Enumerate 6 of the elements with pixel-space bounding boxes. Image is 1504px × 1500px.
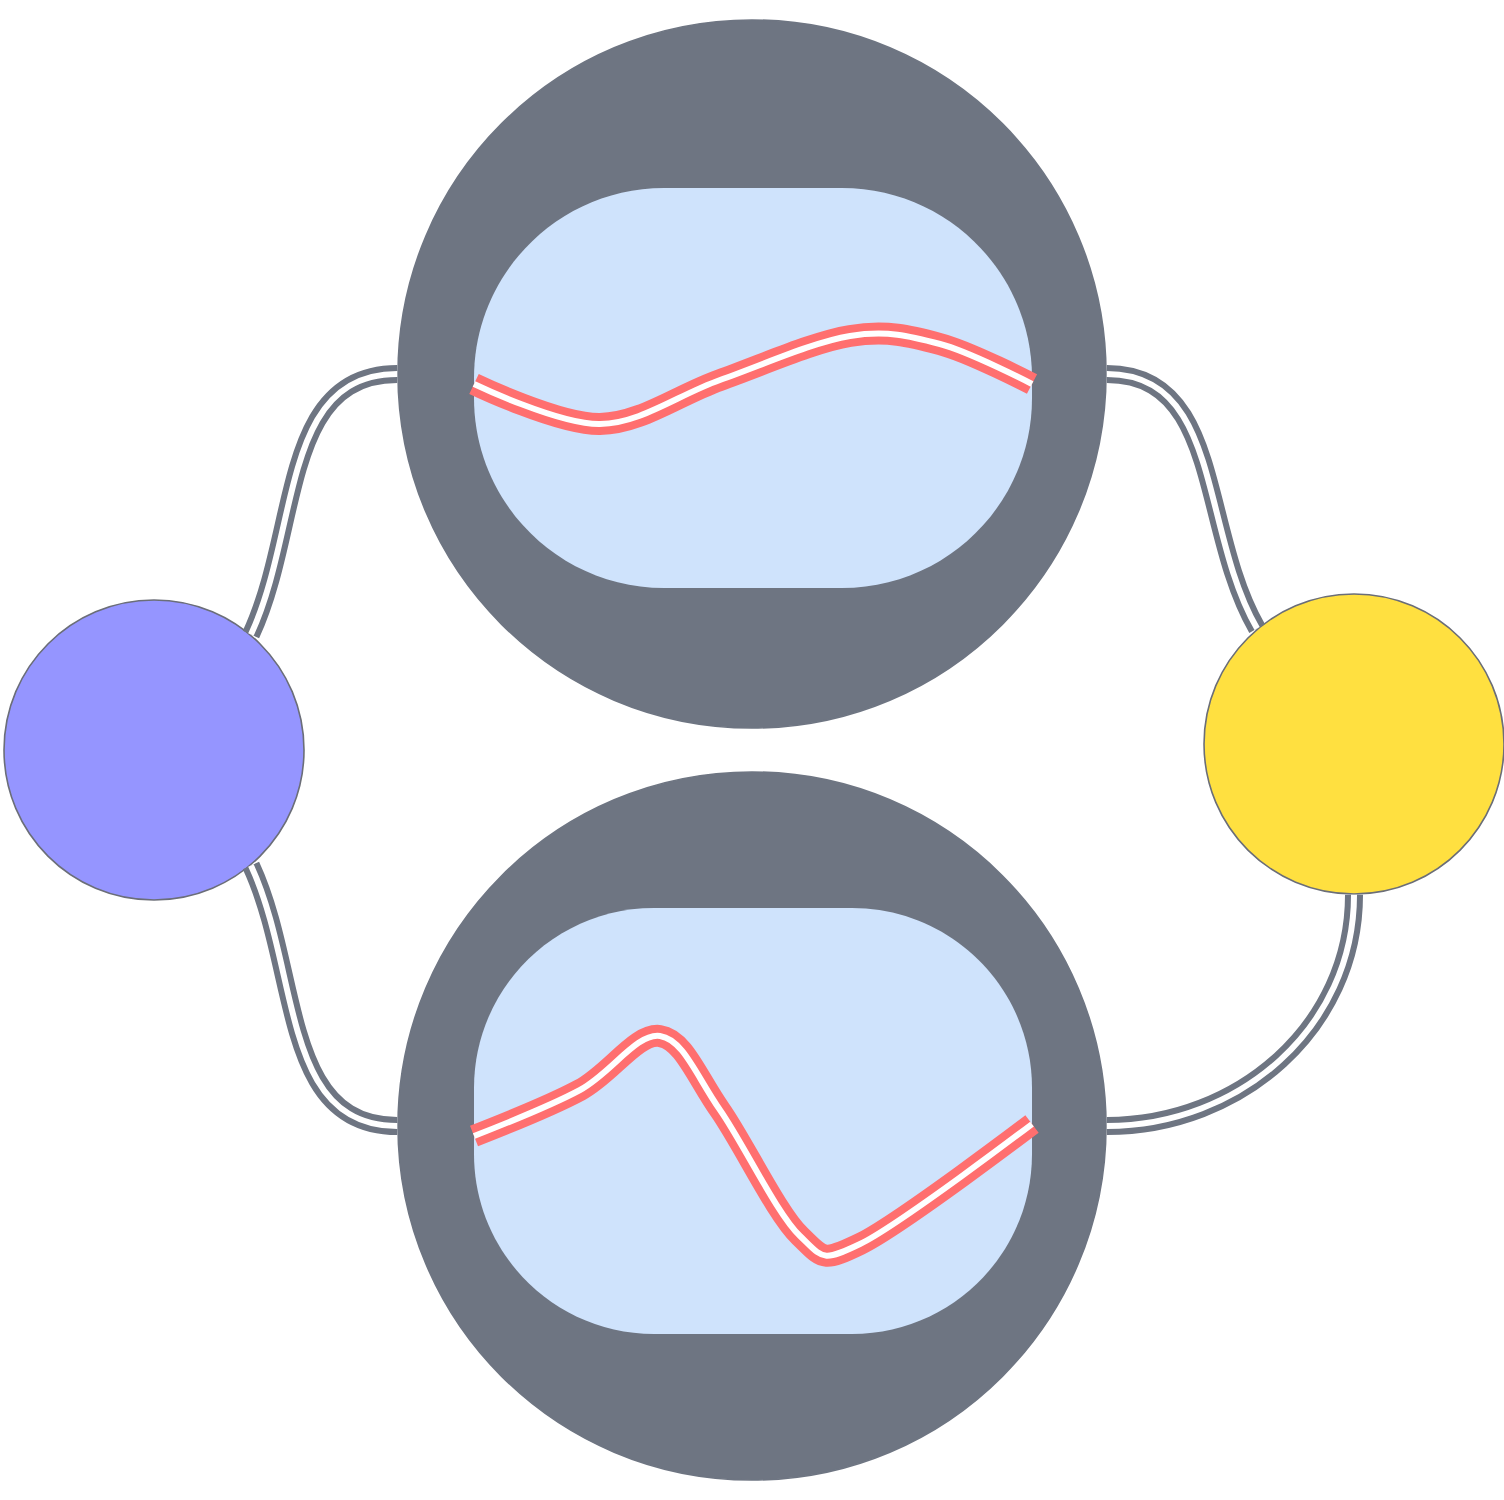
circle-node [1203,593,1504,895]
circle-node [3,599,305,901]
double-line-connector [1106,894,1363,1135]
double-line-connector [242,365,399,638]
double-line-connector [242,862,399,1135]
double-line-connector [1105,365,1266,633]
